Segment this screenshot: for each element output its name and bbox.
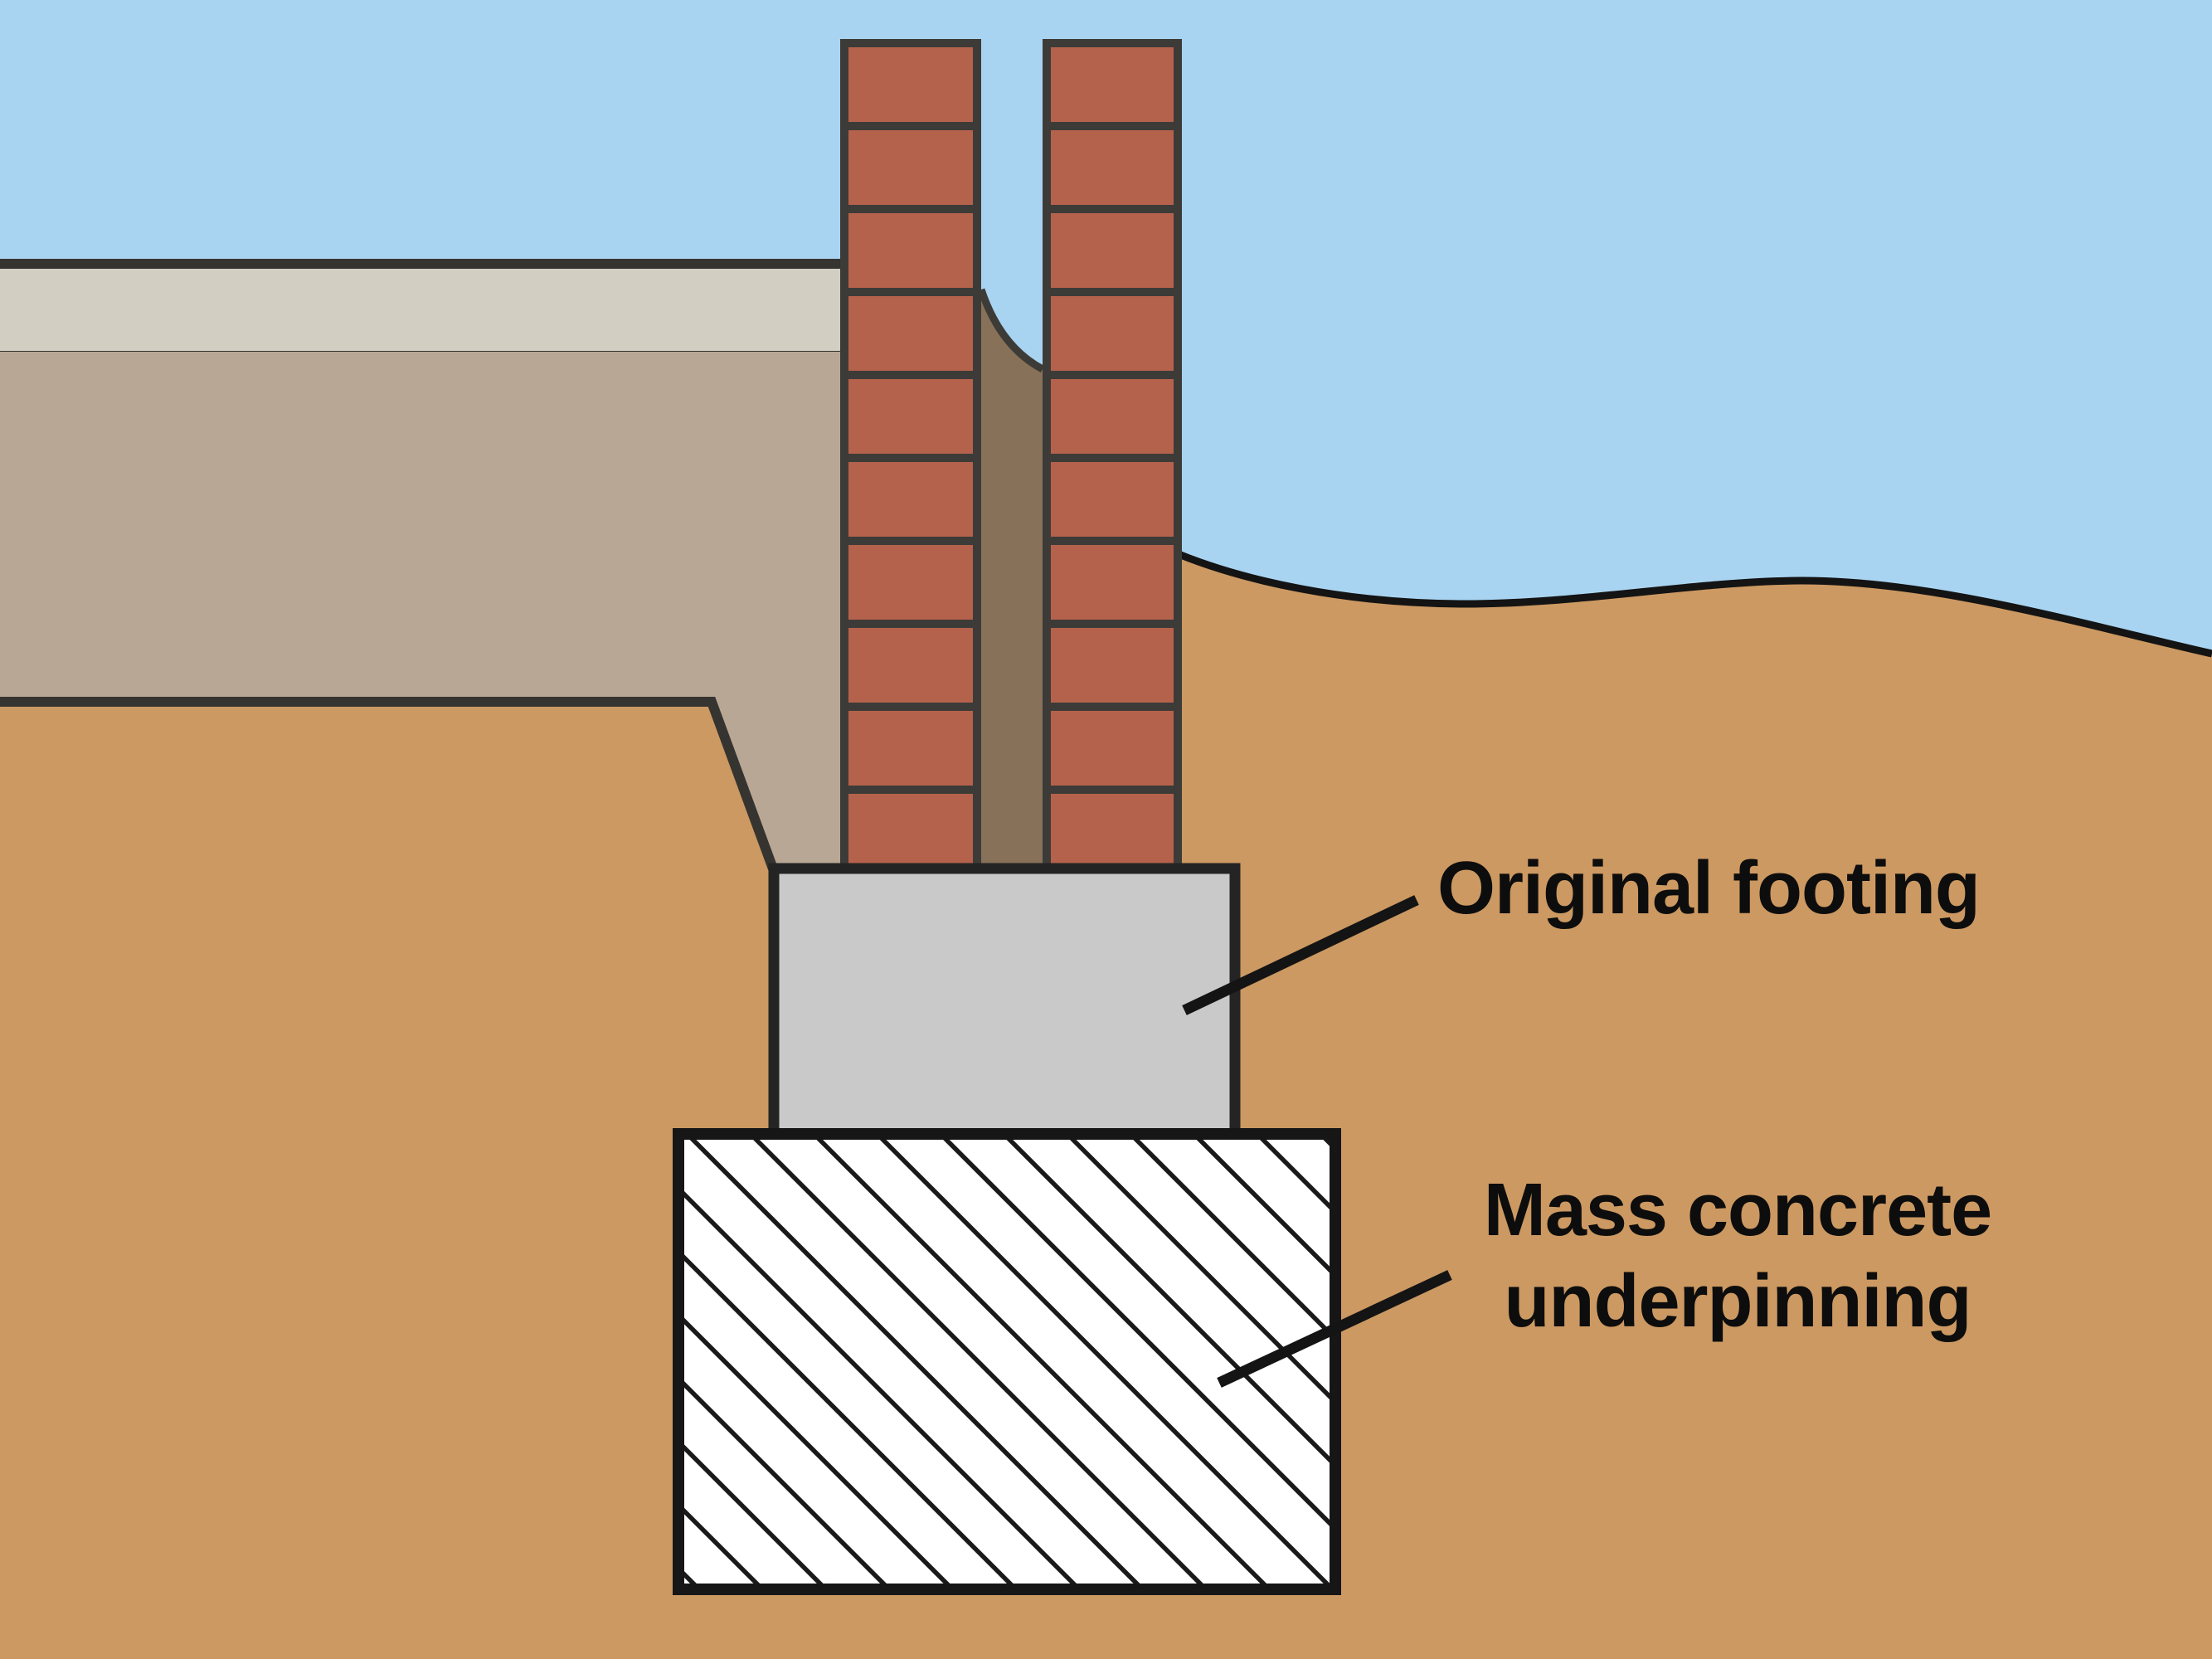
- excavation-edge: [0, 697, 779, 873]
- brick: [1051, 130, 1174, 205]
- brick: [848, 47, 973, 122]
- subfloor-fill: [0, 352, 844, 873]
- leader-line-mass-concrete: [1217, 1270, 1452, 1388]
- original-footing-block: [768, 863, 1241, 1140]
- cavity-top-curve: [977, 288, 1045, 372]
- brick: [848, 379, 973, 454]
- brick: [1051, 462, 1174, 537]
- leader-line-original-footing: [1182, 895, 1419, 1015]
- brick: [848, 628, 973, 703]
- brick: [1051, 213, 1174, 288]
- soil-right: [1179, 554, 2212, 1659]
- mass-concrete-label: Mass concrete underpinning: [1410, 1165, 2065, 1347]
- brick: [848, 711, 973, 786]
- brick: [1051, 296, 1174, 371]
- brick: [1051, 794, 1174, 868]
- brick: [1051, 711, 1174, 786]
- mass-concrete-underpinning-block: [673, 1128, 1341, 1595]
- brick: [1051, 628, 1174, 703]
- floor-slab: [0, 259, 844, 362]
- mass-concrete-label-line1: Mass concrete: [1483, 1169, 1992, 1252]
- brick: [848, 794, 973, 868]
- wall-cavity-fill: [981, 289, 1043, 873]
- original-footing-label: Original footing: [1437, 847, 1981, 930]
- brick: [1051, 545, 1174, 620]
- brick: [848, 296, 973, 371]
- brick: [848, 462, 973, 537]
- bricks: [848, 47, 1174, 868]
- ground-surface-line: [1177, 550, 2212, 658]
- brick: [848, 130, 973, 205]
- mass-concrete-label-line2: underpinning: [1504, 1260, 1972, 1343]
- brick-wall: [840, 39, 1182, 873]
- brick: [848, 213, 973, 288]
- brick: [1051, 47, 1174, 122]
- brick: [1051, 379, 1174, 454]
- brick: [848, 545, 973, 620]
